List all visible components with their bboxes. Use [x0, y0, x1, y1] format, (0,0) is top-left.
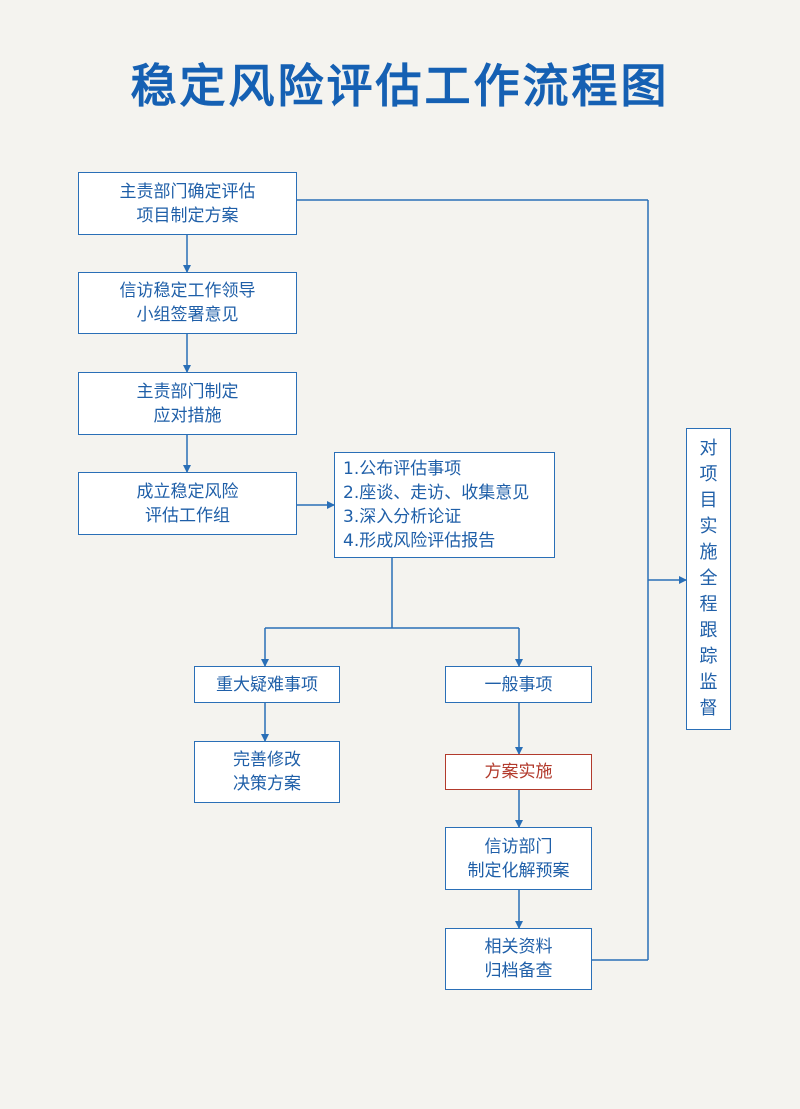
general-issue-box: 一般事项 [445, 666, 592, 703]
step-countermeasures: 主责部门制定应对措施 [78, 372, 297, 435]
step-leader-signoff: 信访稳定工作领导小组签署意见 [78, 272, 297, 334]
monitor-box: 对 项 目 实 施 全 程 跟 踪 监 督 [686, 428, 731, 730]
step-text: 制定化解预案 [467, 860, 570, 881]
contingency-plan-box: 信访部门制定化解预案 [445, 827, 592, 890]
monitor-char: 跟 [699, 620, 718, 641]
monitor-char: 监 [699, 672, 718, 693]
monitor-char: 施 [699, 542, 718, 563]
evaluation-tasks: 1.公布评估事项 2.座谈、走访、收集意见 3.深入分析论证 4.形成风险评估报… [334, 452, 555, 558]
task-item: 4.形成风险评估报告 [343, 531, 496, 551]
archive-box: 相关资料归档备查 [445, 928, 592, 990]
page-title: 稳定风险评估工作流程图 [130, 59, 670, 113]
step-text: 归档备查 [484, 961, 553, 981]
step-text: 重大疑难事项 [216, 674, 318, 695]
step-text: 决策方案 [233, 774, 301, 794]
monitor-char: 踪 [699, 646, 718, 667]
step-form-team: 成立稳定风险评估工作组 [78, 472, 297, 535]
monitor-char: 目 [699, 490, 718, 511]
step-text: 主责部门确定评估 [119, 181, 256, 202]
step-text: 小组签署意见 [136, 305, 239, 325]
monitor-char: 程 [699, 594, 718, 615]
task-item: 1.公布评估事项 [343, 459, 462, 479]
step-text: 项目制定方案 [136, 205, 239, 226]
monitor-char: 对 [699, 438, 718, 459]
step-text: 应对措施 [153, 405, 222, 426]
task-item: 3.深入分析论证 [343, 507, 462, 527]
revise-decision-box: 完善修改决策方案 [194, 741, 340, 803]
step-text: 主责部门制定 [136, 381, 239, 402]
step-text: 评估工作组 [145, 505, 230, 526]
task-item: 2.座谈、走访、收集意见 [343, 483, 530, 503]
step-text: 一般事项 [484, 674, 553, 695]
step-confirm-plan: 主责部门确定评估项目制定方案 [78, 172, 297, 235]
monitor-char: 项 [699, 464, 718, 485]
step-text: 成立稳定风险 [136, 481, 239, 502]
step-text: 信访部门 [484, 836, 553, 857]
step-text: 信访稳定工作领导 [119, 281, 256, 301]
step-text: 相关资料 [484, 937, 553, 957]
implement-plan-box: 方案实施 [445, 754, 592, 790]
monitor-char: 实 [699, 516, 718, 537]
step-text: 完善修改 [233, 750, 301, 770]
monitor-char: 全 [699, 568, 718, 589]
major-issue-box: 重大疑难事项 [194, 666, 340, 703]
step-text: 方案实施 [484, 762, 553, 782]
monitor-char: 督 [699, 698, 718, 719]
